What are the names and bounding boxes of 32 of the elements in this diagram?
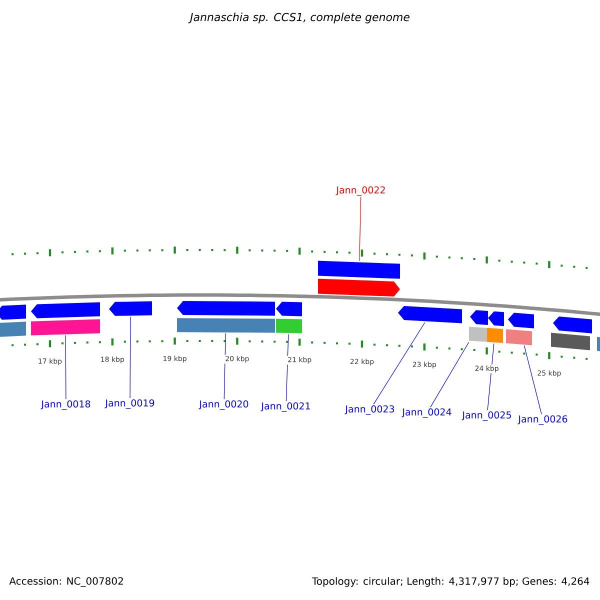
leader-line — [130, 316, 131, 398]
gene-label: Jann_0025 — [462, 411, 511, 421]
leader-line — [373, 322, 426, 404]
accession-text: Accession: NC_007802 — [9, 577, 123, 587]
gene-feature — [551, 316, 592, 350]
leader-line — [224, 333, 226, 400]
leader-line — [65, 335, 66, 400]
gene-feature — [31, 302, 100, 336]
gene-label: Jann_0020 — [198, 400, 248, 410]
genome-info-text: Topology: circular; Length: 4,317,977 bp; Genes: 4,264 — [312, 577, 590, 587]
gene-feature — [109, 301, 152, 316]
gene-feature — [276, 302, 302, 334]
gene-feature — [506, 312, 534, 346]
leader-line — [430, 342, 470, 408]
gene-feature — [469, 310, 488, 342]
gene-label: Jann_0021 — [260, 402, 310, 412]
gene-feature — [398, 306, 462, 324]
gene-label: Jann_0026 — [518, 415, 568, 425]
leader-line — [524, 345, 542, 414]
title: Jannaschia sp. CCS1, complete genome — [188, 12, 410, 24]
gene-feature — [177, 301, 275, 333]
gene-label: Jann_0019 — [104, 399, 154, 409]
gene-label: Jann_0024 — [402, 408, 452, 418]
gene-label: Jann_0023 — [344, 405, 394, 415]
gene-feature — [318, 260, 400, 296]
leader-line — [359, 196, 362, 262]
gene-feature — [0, 304, 26, 337]
leader-line — [286, 334, 289, 402]
gene-bar — [597, 336, 600, 352]
gene-label: Jann_0022 — [336, 186, 385, 196]
gene-feature — [487, 311, 504, 343]
gene-label: Jann_0018 — [40, 400, 90, 410]
